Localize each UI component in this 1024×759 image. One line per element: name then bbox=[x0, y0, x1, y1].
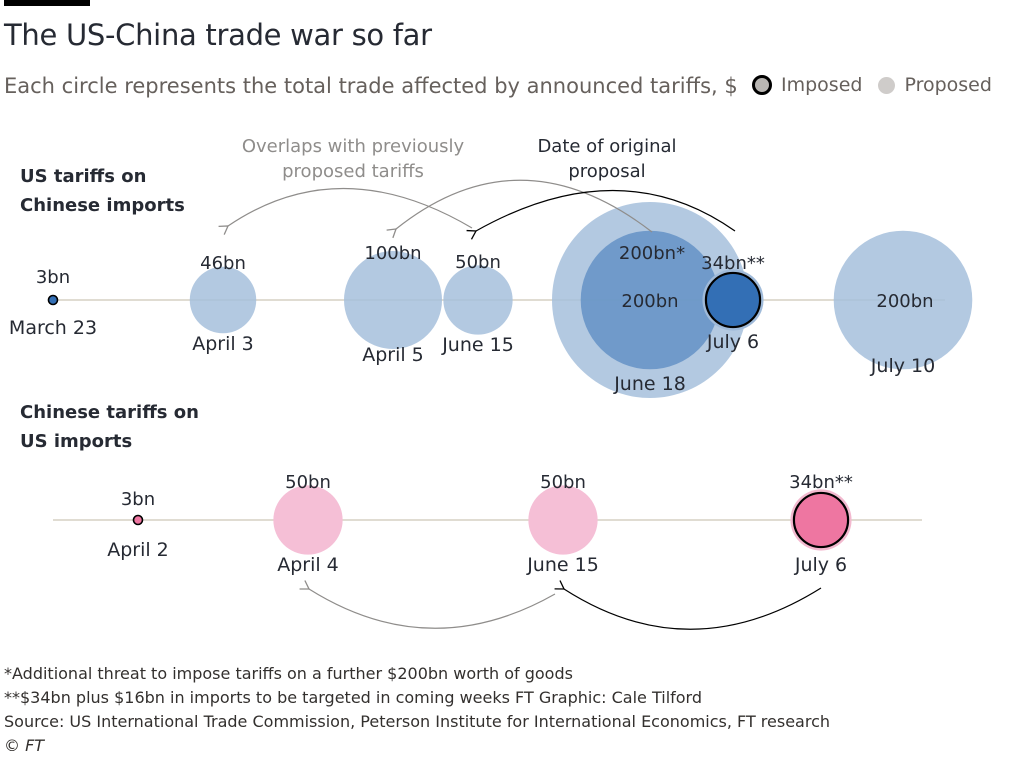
us-july-10-bubble bbox=[833, 230, 973, 370]
china-april-4-value-label: 50bn bbox=[285, 472, 331, 493]
us-april-5-bubble bbox=[344, 251, 442, 349]
brand-bar bbox=[4, 0, 90, 6]
us-april-5-date-label: April 5 bbox=[362, 344, 424, 366]
annotation-overlaps: proposed tariffs bbox=[282, 161, 424, 182]
annotation-original-date: Date of original bbox=[537, 136, 676, 157]
china-june-15-value-label: 50bn bbox=[540, 472, 586, 493]
chart-subtitle: Each circle represents the total trade a… bbox=[4, 74, 738, 98]
legend-proposed-swatch bbox=[878, 76, 896, 94]
us-july-6-value-label: 34bn** bbox=[701, 253, 765, 274]
china-july-6-value-label: 34bn** bbox=[789, 472, 853, 493]
china-april-4-date-label: April 4 bbox=[277, 554, 339, 576]
arrow-original-july6-to-june15 bbox=[554, 580, 822, 630]
us-june-18-inner-bubble bbox=[580, 230, 720, 370]
us-march-23-bubble bbox=[47, 294, 59, 306]
us-july-10-value-label: 200bn bbox=[876, 291, 933, 312]
us-april-3-bubble bbox=[189, 266, 257, 334]
legend-imposed-swatch bbox=[752, 75, 772, 95]
china-july-6-bubble bbox=[792, 491, 850, 549]
legend-imposed-label: Imposed bbox=[781, 74, 863, 96]
us-june-18-value-label: 200bn* bbox=[619, 243, 685, 264]
legend-proposed-label: Proposed bbox=[904, 74, 992, 96]
china-july-6-date-label: July 6 bbox=[794, 554, 847, 576]
arrow-overlaps-junes15-to-april3 bbox=[218, 187, 473, 235]
us-april-3-date-label: April 3 bbox=[192, 333, 254, 355]
us-july-6-date-label: July 6 bbox=[706, 331, 759, 353]
us-april-5-value-label: 100bn bbox=[364, 243, 421, 264]
us-june-15-bubble bbox=[443, 265, 513, 335]
us-july-6-bubble bbox=[704, 271, 762, 329]
panel-label: Chinese imports bbox=[20, 195, 185, 216]
us-march-23-date-label: March 23 bbox=[9, 317, 97, 339]
arrow-original-july6-to-june15 bbox=[466, 189, 736, 240]
copyright: © FT bbox=[4, 736, 45, 755]
annotation-overlaps: Overlaps with previously bbox=[242, 136, 465, 157]
china-june-15-date-label: June 15 bbox=[526, 554, 599, 576]
legend: Imposed Proposed bbox=[752, 74, 992, 96]
chart-title: The US-China trade war so far bbox=[4, 18, 432, 52]
panel-label: Chinese tariffs on bbox=[20, 402, 199, 423]
china-june-15-bubble bbox=[528, 485, 598, 555]
us-june-18-date-label: June 18 bbox=[613, 373, 686, 395]
panel-label: US imports bbox=[20, 431, 132, 452]
us-july-10-date-label: July 10 bbox=[870, 355, 935, 377]
us-april-3-value-label: 46bn bbox=[200, 253, 246, 274]
us-june-15-date-label: June 15 bbox=[441, 334, 514, 356]
us-june-18-inner-value-label: 200bn bbox=[621, 291, 678, 312]
footnote-2: **$34bn plus $16bn in imports to be targ… bbox=[4, 688, 703, 707]
footnote-1: *Additional threat to impose tariffs on … bbox=[4, 664, 573, 683]
panel-label: US tariffs on bbox=[20, 166, 146, 187]
arrow-overlaps-june15-to-april4 bbox=[299, 580, 556, 629]
us-march-23-value-label: 3bn bbox=[36, 267, 70, 288]
source-note: Source: US International Trade Commissio… bbox=[4, 712, 831, 731]
china-april-2-date-label: April 2 bbox=[107, 539, 169, 561]
us-june-15-value-label: 50bn bbox=[455, 252, 501, 273]
annotation-original-date: proposal bbox=[568, 161, 645, 182]
china-april-2-value-label: 3bn bbox=[121, 489, 155, 510]
arrow-overlaps-june18-to-april5 bbox=[386, 179, 653, 239]
china-april-4-bubble bbox=[273, 485, 343, 555]
china-april-2-bubble bbox=[132, 514, 144, 526]
